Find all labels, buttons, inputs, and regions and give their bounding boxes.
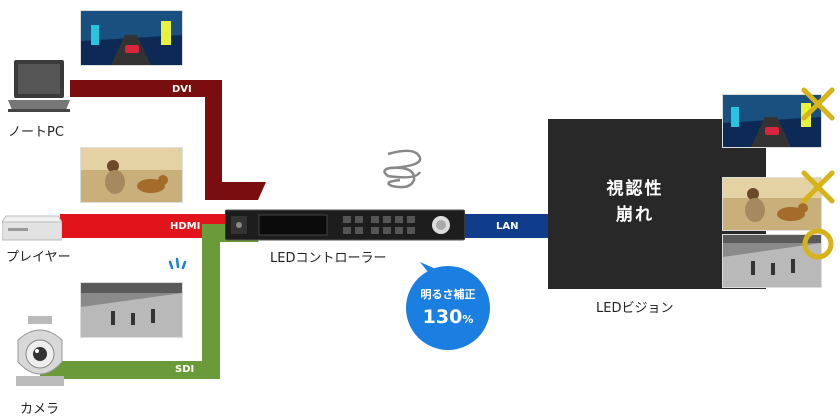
cross-mark-icon [801,170,835,204]
wall-station-thumbnail [722,234,822,288]
wall-message: 視認性 崩れ [590,176,680,228]
laptop-icon [8,60,70,112]
wall-line-2: 崩れ [616,205,654,225]
vision-label: LEDビジョン [596,301,674,316]
brightness-bubble [406,262,490,350]
led-controller-device [225,209,465,241]
player-icon [2,215,62,241]
bubble-value: 130% [403,306,493,328]
sdi-cable [40,224,266,379]
person-dog-thumbnail [80,147,183,203]
bubble-number: 130 [422,306,463,328]
lan-cable [460,214,556,238]
wall-line-1: 視認性 [606,179,664,199]
sdi-label: SDI [175,364,195,375]
player-label: プレイヤー [6,250,71,265]
circle-mark-icon [802,228,834,260]
controller-label: LEDコントローラー [270,251,387,266]
spring-icon [383,149,422,189]
lan-label: LAN [496,221,519,232]
hdmi-cable [60,214,230,238]
station-thumbnail [80,282,183,338]
bubble-caption: 明るさ補正 [420,288,476,301]
camera-label: カメラ [20,402,60,417]
signal-icon [168,257,187,270]
laptop-label: ノートPC [8,125,64,140]
racing-game-thumbnail [80,10,183,66]
bubble-unit: % [462,313,474,326]
dvi-label: DVI [172,84,192,95]
wall-racing-thumbnail [722,94,822,148]
cross-mark-icon [801,87,835,121]
hdmi-label: HDMI [170,221,201,232]
camera-icon [16,316,64,386]
wall-person-dog-thumbnail [722,177,822,231]
dvi-cable [70,80,266,200]
